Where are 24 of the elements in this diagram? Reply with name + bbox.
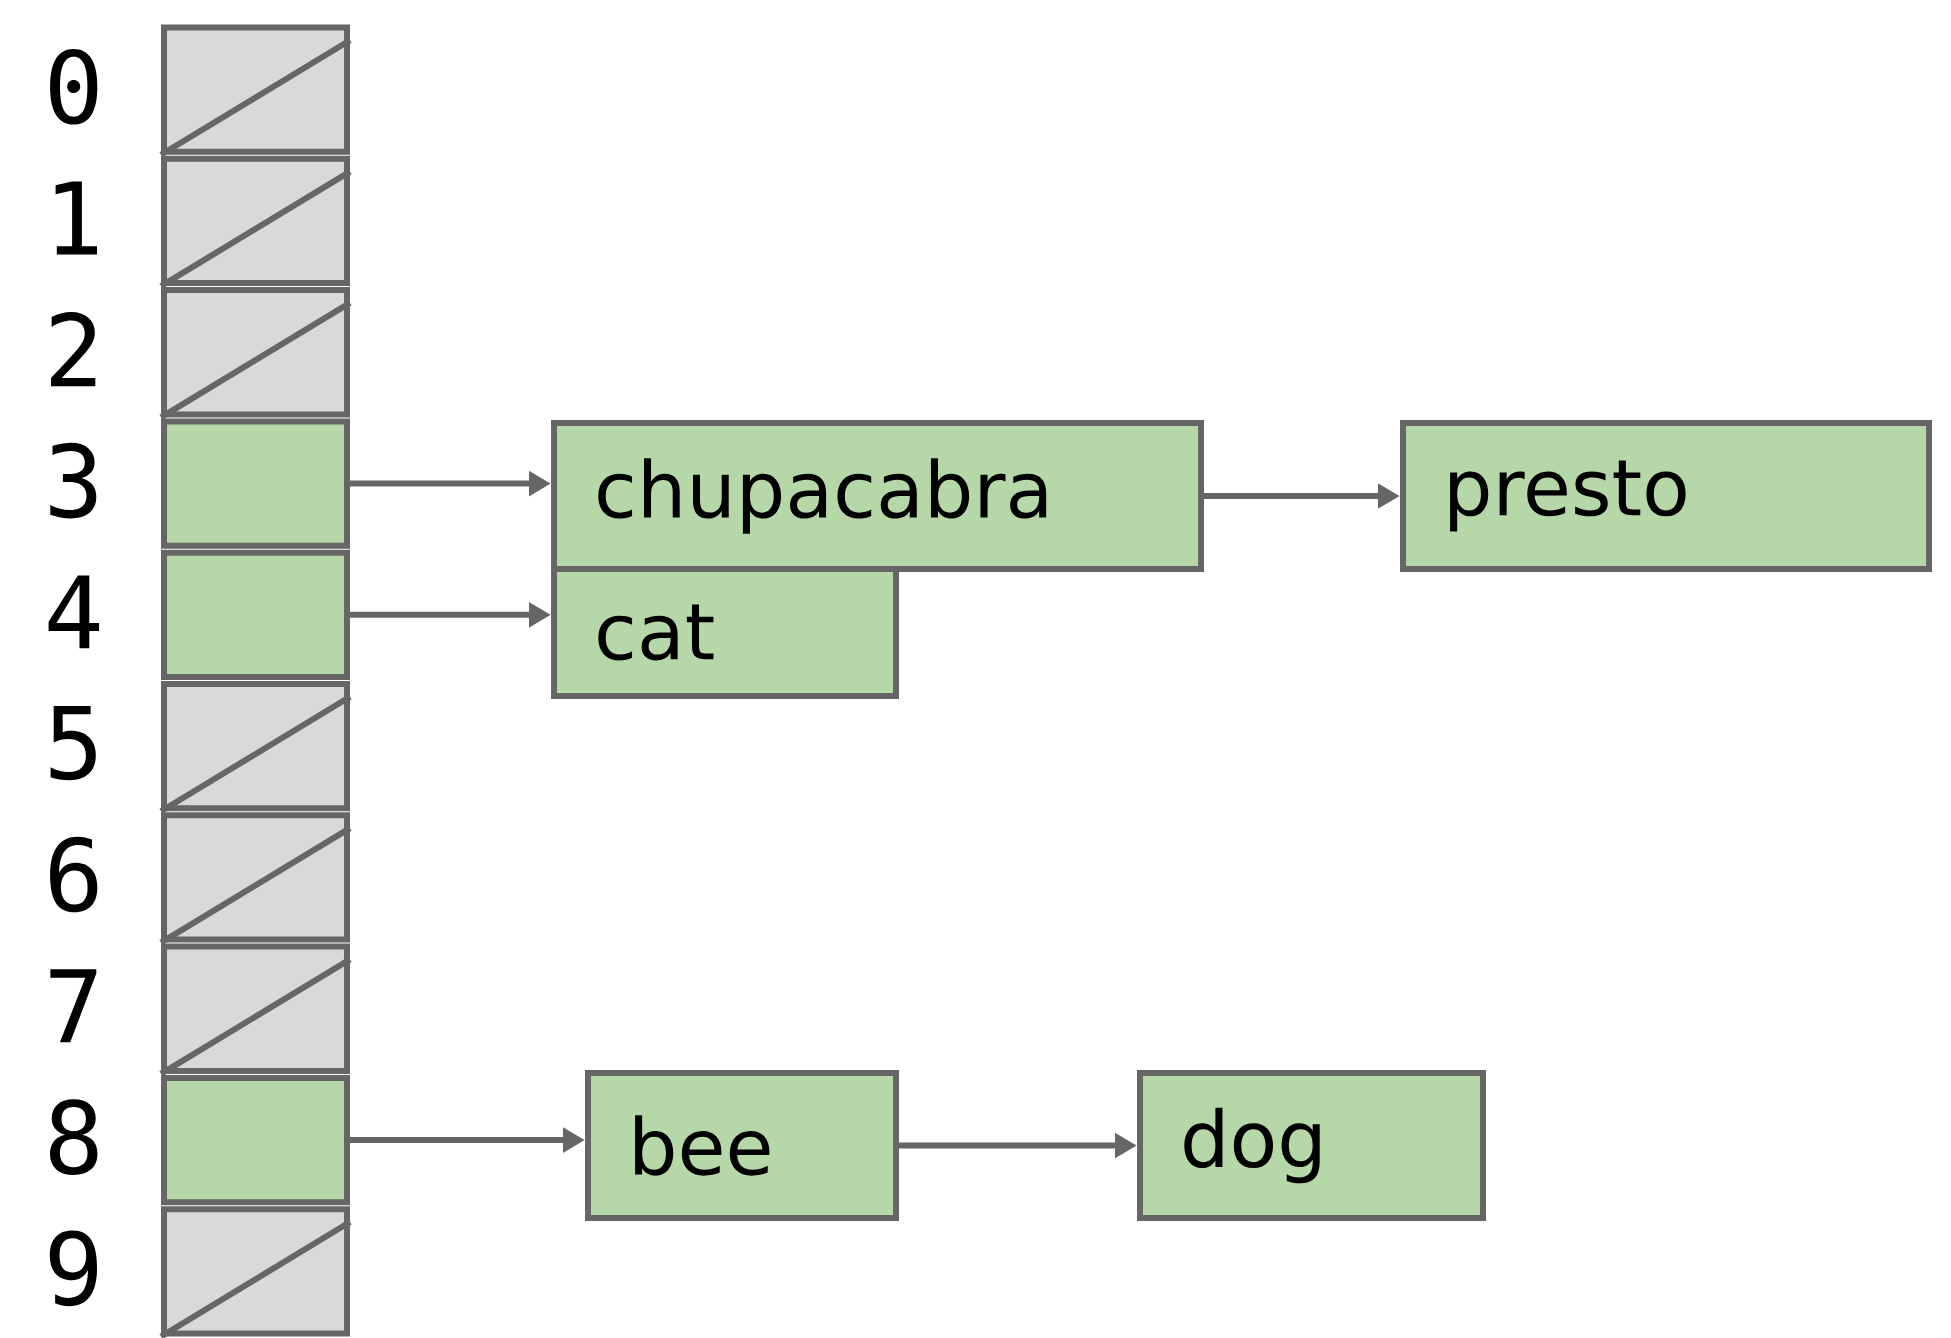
index-number: 0 <box>50 48 98 125</box>
index-number: 9 <box>49 1230 98 1307</box>
slot-box <box>159 681 352 814</box>
slot-box <box>159 155 352 289</box>
slot-box <box>159 943 352 1077</box>
list-node-box: dog <box>1137 1070 1486 1221</box>
index-number: 4 <box>48 575 100 649</box>
list-node-box: presto <box>1400 420 1932 572</box>
index-number: 5 <box>50 705 96 781</box>
index-number: 2 <box>51 312 96 387</box>
index-number: 7 <box>50 969 97 1043</box>
index-number: 8 <box>50 1099 98 1175</box>
slot-box <box>161 418 350 549</box>
index-number: 6 <box>50 836 98 913</box>
slot-box <box>159 1206 352 1338</box>
slot-box <box>159 24 352 158</box>
index-number: 3 <box>50 442 97 519</box>
list-node-box: bee <box>585 1070 899 1221</box>
list-node-box: cat <box>551 566 899 699</box>
index-number: 1 <box>55 181 98 255</box>
slot-box <box>161 1074 350 1206</box>
slot-box <box>159 812 352 946</box>
slot-box <box>159 287 352 420</box>
slot-box <box>161 549 350 680</box>
